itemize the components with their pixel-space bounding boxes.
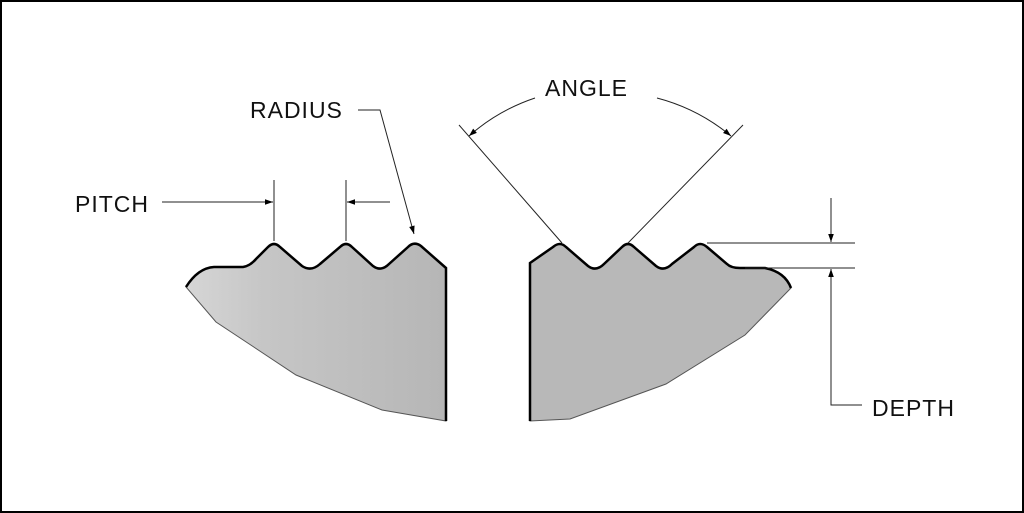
angle-arc-left: [468, 97, 536, 137]
angle-line-right: [627, 124, 744, 244]
angle-arc-right: [656, 97, 732, 137]
left-part: [185, 243, 447, 422]
angle-label: ANGLE: [545, 75, 628, 101]
pitch-label: PITCH: [75, 191, 149, 217]
left-part-outline: [184, 242, 448, 421]
radius-label: RADIUS: [250, 97, 343, 123]
right-part: [529, 243, 792, 422]
radius-leader: [358, 109, 415, 235]
depth-arrow-bottom: [828, 269, 862, 406]
depth-label: DEPTH: [872, 395, 955, 421]
right-part-outline: [528, 242, 793, 421]
angle-line-left: [458, 124, 563, 244]
